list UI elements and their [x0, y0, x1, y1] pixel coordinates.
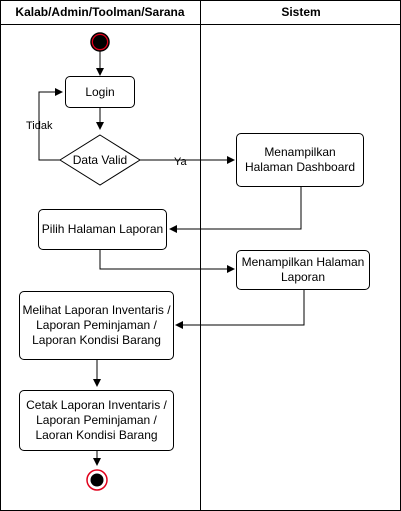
end-node-core	[90, 473, 104, 487]
login-activity: Login	[65, 76, 135, 108]
pilih-laporan-activity: Pilih Halaman Laporan	[38, 209, 167, 250]
edge-pilih-tampil	[99, 250, 235, 273]
start-node-core	[93, 35, 107, 49]
edge-label-yes: Ya	[174, 156, 187, 168]
dashboard-activity: Menampilkan Halaman Dashboard	[236, 133, 364, 187]
edge-tampil-melihat	[175, 290, 305, 329]
lane-title-actor: Kalab/Admin/Toolman/Sarana	[15, 5, 185, 19]
cetak-laporan-activity: Cetak Laporan Inventaris / Laporan Pemin…	[19, 390, 174, 451]
tampil-laporan-activity: Menampilkan Halaman Laporan	[236, 250, 370, 290]
lane-title-system: Sistem	[281, 5, 321, 19]
edge-dashboard-pilih	[169, 187, 302, 233]
decision-label: Data Valid	[72, 153, 128, 167]
edge-decision-no	[38, 88, 63, 161]
melihat-laporan-activity: Melihat Laporan Inventaris / Laporan Pem…	[19, 291, 174, 360]
edge-label-no: Tidak	[26, 120, 53, 132]
decision-diamond	[59, 134, 141, 186]
